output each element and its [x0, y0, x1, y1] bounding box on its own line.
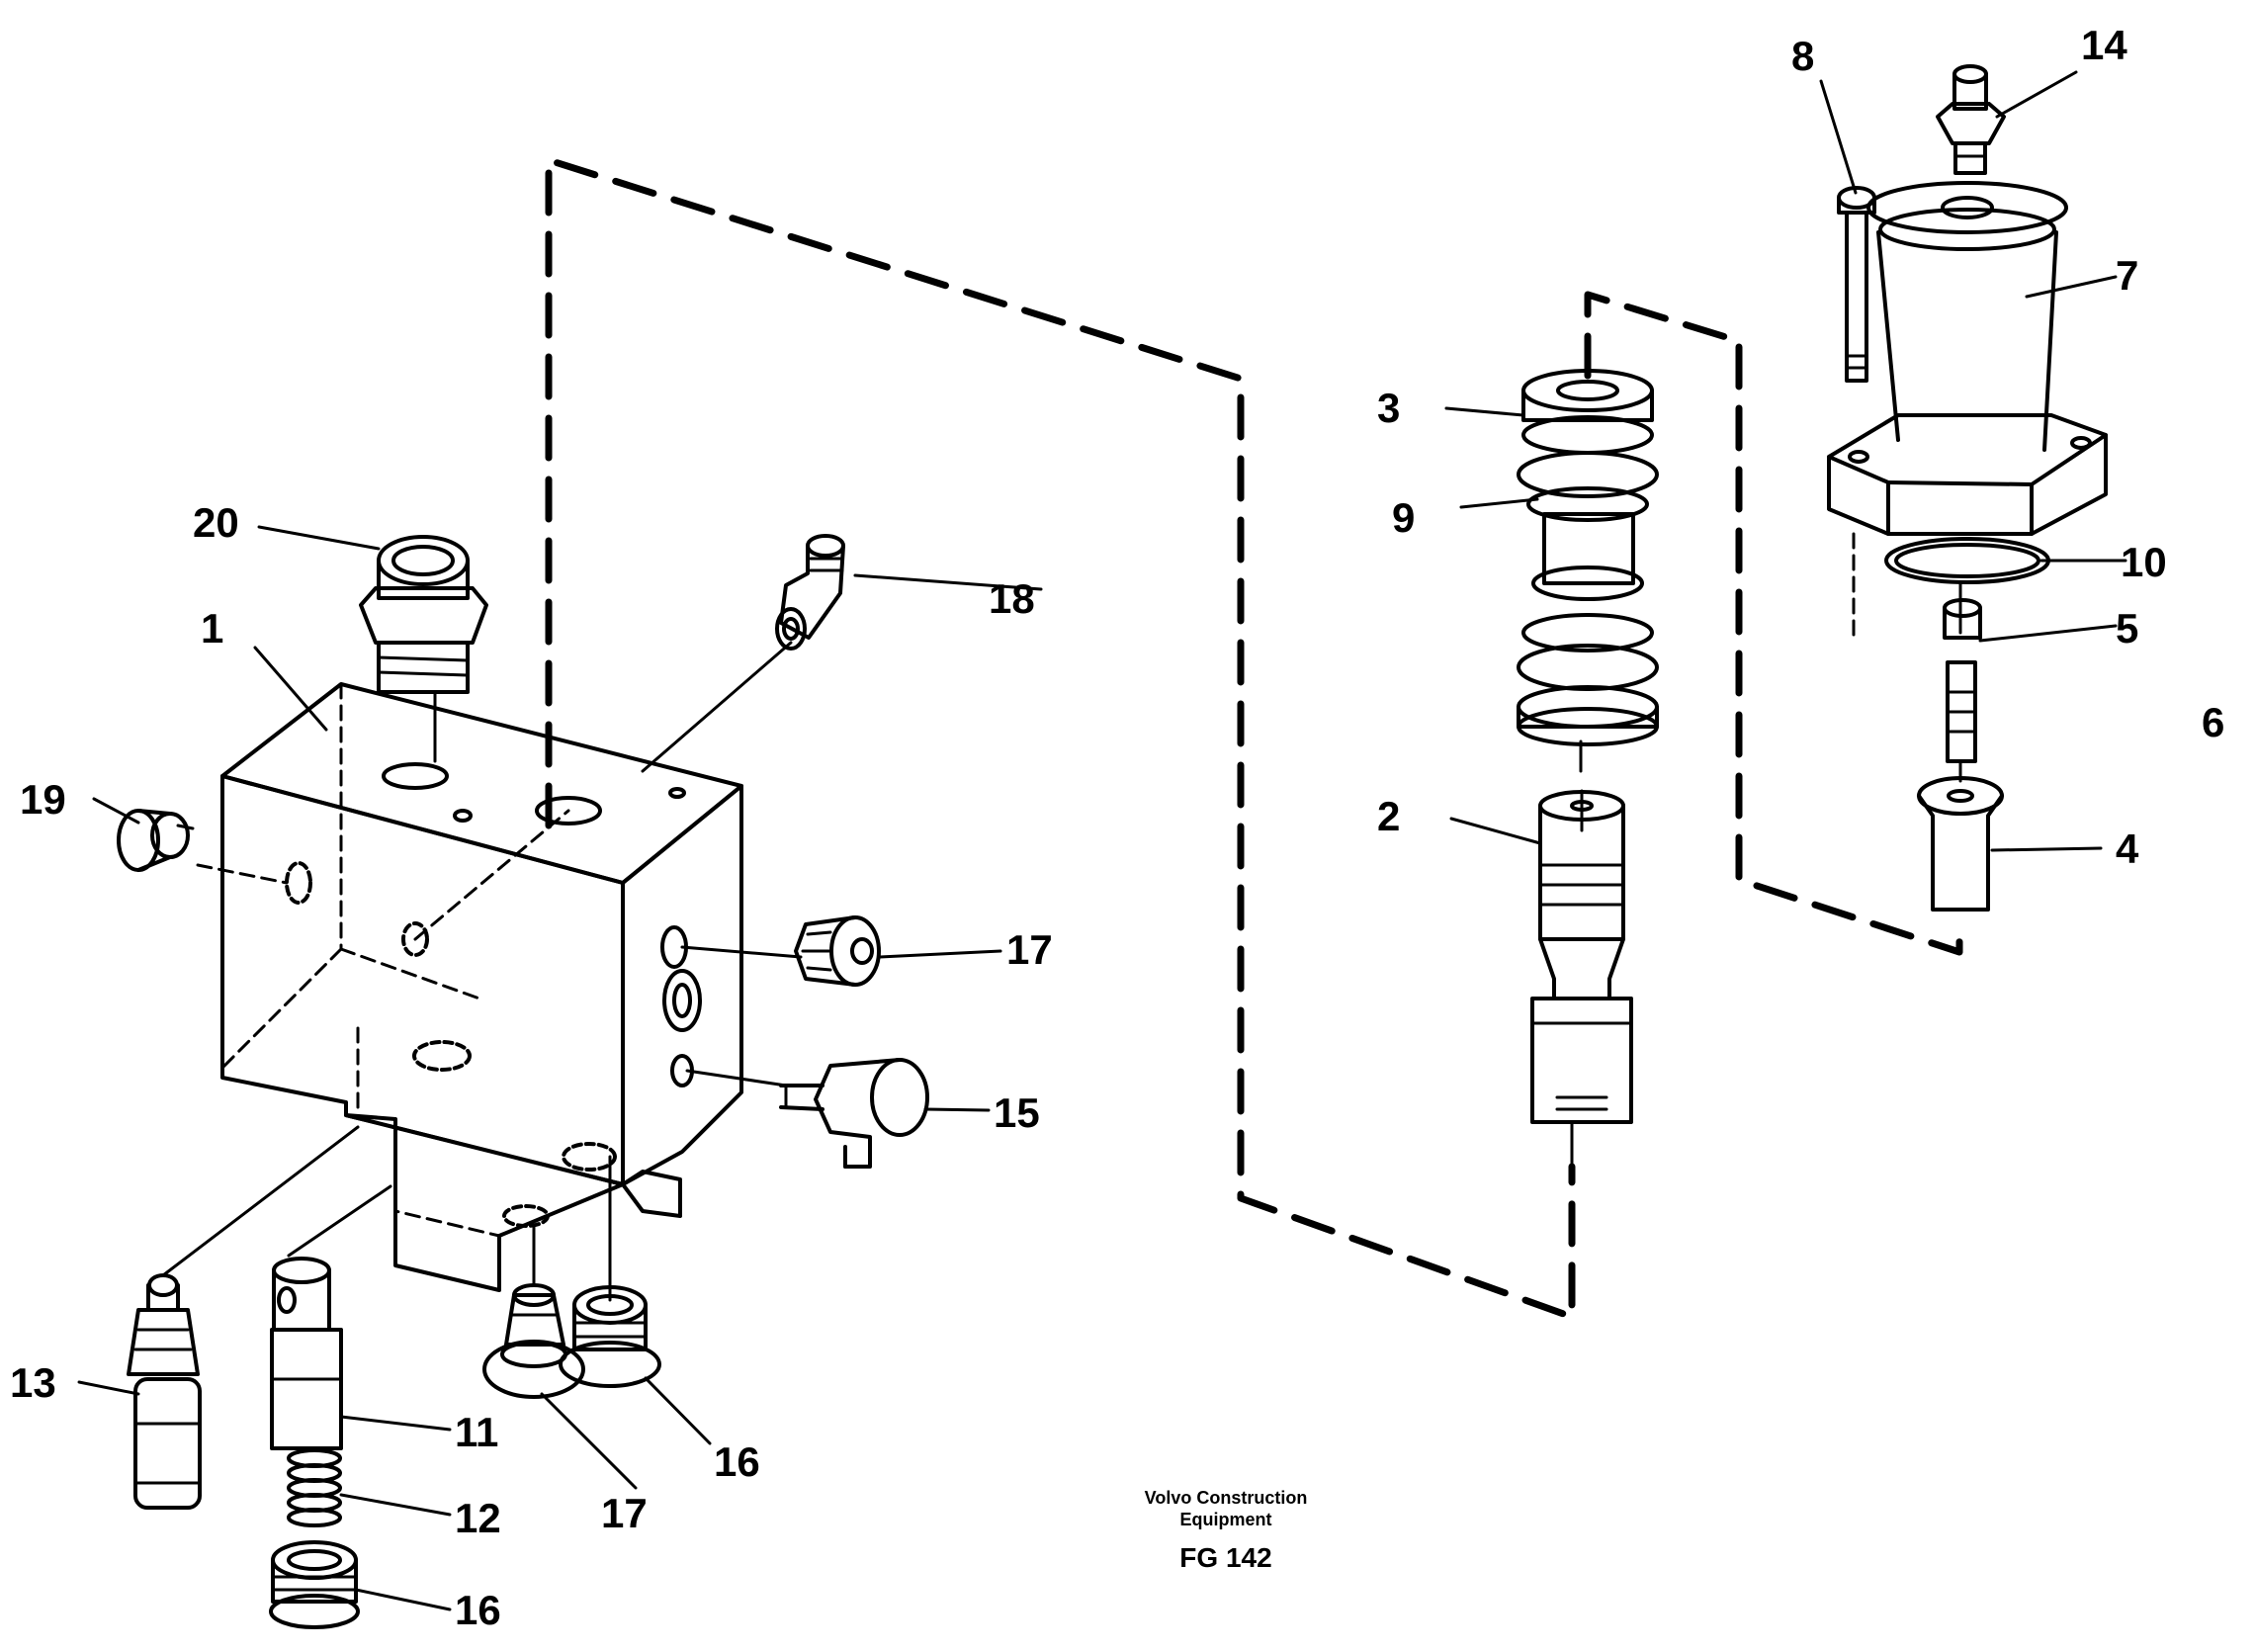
oring-10-part — [1884, 537, 2050, 584]
plug-19-part — [117, 809, 195, 872]
fitting-20-part — [359, 535, 488, 694]
bolt-8-part — [1837, 186, 1876, 383]
callout-8: 8 — [1791, 33, 1815, 79]
callout-20: 20 — [193, 499, 239, 546]
callout-9: 9 — [1392, 494, 1416, 541]
callout-2: 2 — [1377, 793, 1401, 839]
callout-10: 10 — [2121, 539, 2167, 585]
piston-3-9-part — [1517, 369, 1659, 746]
callout-13: 13 — [10, 1359, 56, 1406]
callout-5: 5 — [2116, 605, 2139, 652]
spool-2-part — [1530, 790, 1633, 1124]
fitting-15-elbow — [779, 1058, 929, 1169]
callout-7: 7 — [2116, 252, 2139, 299]
plug-17-right-part — [794, 915, 881, 987]
spring-12-part — [287, 1448, 342, 1527]
callout-17-right: 17 — [1006, 926, 1053, 973]
callout-6: 6 — [2202, 699, 2225, 745]
fitting-18-elbow — [775, 534, 845, 651]
callout-16-bottom: 16 — [455, 1587, 501, 1633]
callout-4: 4 — [2116, 826, 2139, 872]
callout-17-bottom: 17 — [601, 1490, 648, 1536]
callout-12: 12 — [455, 1495, 501, 1541]
cartridge-13-part — [127, 1273, 202, 1510]
cartridge-11-part — [270, 1257, 343, 1450]
plug-17-bottom-part — [482, 1283, 585, 1399]
plug-16-middle-part — [559, 1285, 661, 1388]
callout-14: 14 — [2081, 22, 2127, 68]
callout-1: 1 — [201, 605, 224, 652]
leader-lines — [77, 70, 2127, 1611]
figure-code: FG 142 — [1179, 1542, 1272, 1573]
callout-16-middle: 16 — [714, 1438, 760, 1485]
pin-5-part — [1943, 598, 1982, 763]
callout-18: 18 — [989, 575, 1035, 622]
assembly-dashed-path-right — [1584, 291, 1963, 956]
sleeve-4-part — [1917, 776, 2004, 912]
callout-3: 3 — [1377, 385, 1401, 431]
callout-11: 11 — [455, 1409, 499, 1455]
connector-lines — [161, 532, 1962, 1302]
plug-16-bottom-part — [269, 1540, 360, 1629]
callout-19: 19 — [20, 776, 66, 823]
valve-block-body — [220, 682, 743, 1292]
brand-line-1: Volvo Construction — [1144, 1488, 1308, 1508]
brand-line-2: Equipment — [1179, 1510, 1272, 1529]
housing-7-part — [1827, 181, 2108, 536]
fitting-14-part — [1936, 64, 2006, 175]
assembly-dashed-path-left — [545, 156, 1576, 1321]
callout-15: 15 — [994, 1089, 1040, 1136]
